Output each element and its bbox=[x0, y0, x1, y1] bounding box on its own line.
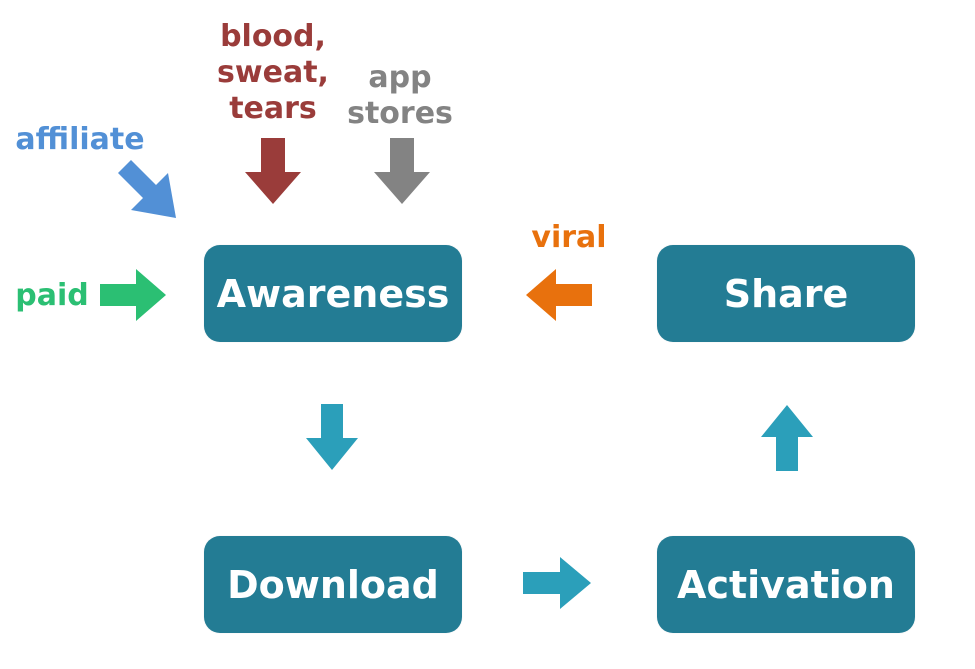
activation-box: Activation bbox=[657, 536, 915, 633]
activation-label: Activation bbox=[677, 562, 895, 607]
arrow-left-icon bbox=[526, 269, 592, 321]
affiliate-label: affiliate bbox=[15, 122, 145, 157]
download-label: Download bbox=[227, 562, 439, 607]
arrow-down-icon bbox=[245, 138, 301, 204]
arrow-up-icon bbox=[761, 405, 813, 471]
blood-sweat-tears-label: blood, sweat, tears bbox=[217, 19, 329, 126]
awareness-label: Awareness bbox=[216, 271, 450, 316]
arrow-down-right-icon bbox=[118, 160, 176, 218]
arrow-right-icon bbox=[523, 557, 591, 609]
download-box: Download bbox=[204, 536, 462, 633]
arrow-down-icon bbox=[374, 138, 430, 204]
share-box: Share bbox=[657, 245, 915, 342]
paid-label: paid bbox=[15, 278, 89, 313]
arrow-down-icon bbox=[306, 404, 358, 470]
awareness-box: Awareness bbox=[204, 245, 462, 342]
share-label: Share bbox=[723, 271, 849, 316]
viral-label: viral bbox=[531, 220, 607, 255]
app-stores-label: app stores bbox=[347, 60, 453, 131]
arrow-right-icon bbox=[100, 269, 166, 321]
